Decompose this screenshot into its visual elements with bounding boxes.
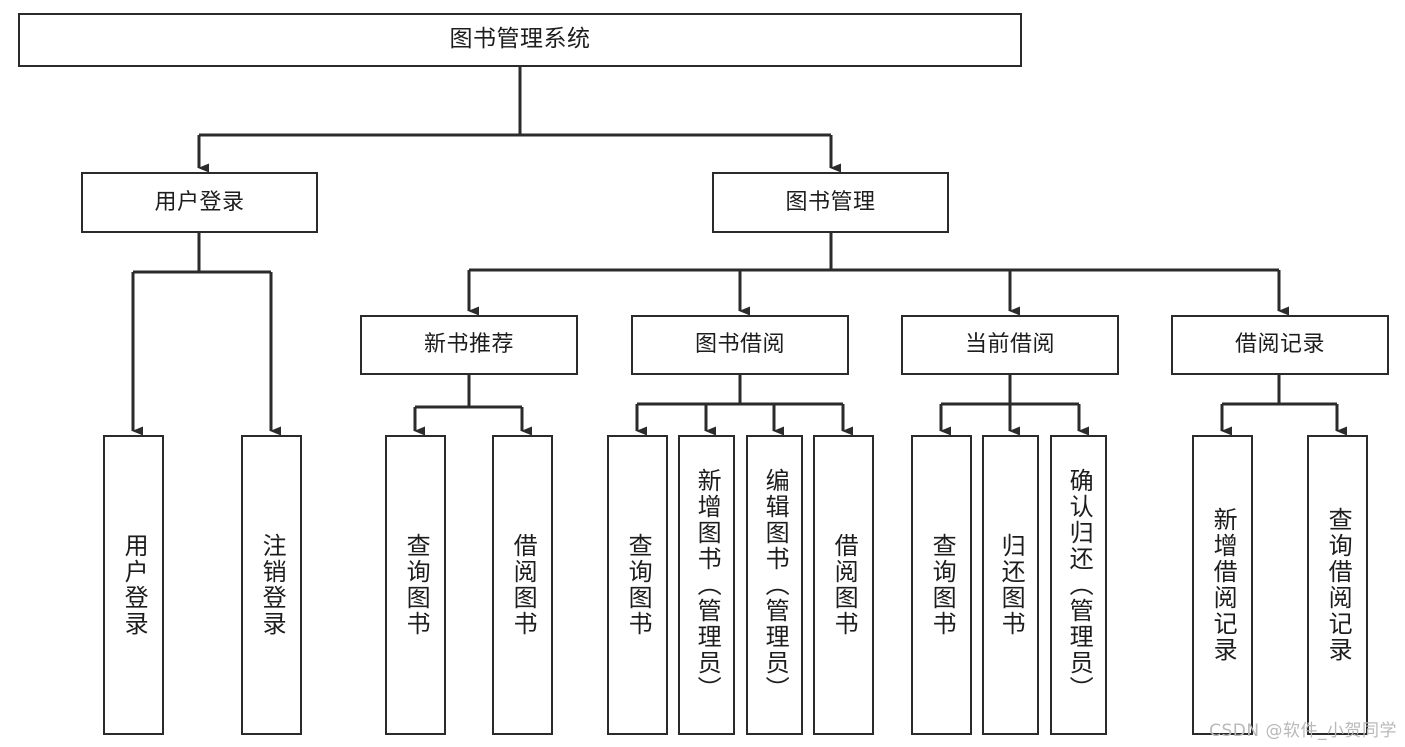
node-leaf-return-book[interactable]: 归还图书	[982, 435, 1039, 735]
node-book-borrow[interactable]: 图书借阅	[631, 315, 849, 375]
node-leaf-logout[interactable]: 注销登录	[241, 435, 302, 735]
node-label: 新书推荐	[423, 332, 514, 358]
node-leaf-add-book[interactable]: 新增图书（管理员）	[678, 435, 735, 735]
node-label: 借阅记录	[1234, 332, 1325, 358]
node-label: 当前借阅	[964, 332, 1055, 358]
node-label: 编辑图书（管理员）	[761, 468, 790, 702]
csdn-watermark: CSDN @软件_小贺同学	[1209, 721, 1397, 741]
node-leaf-user-login[interactable]: 用户登录	[103, 435, 164, 735]
node-label: 用户登录	[120, 533, 149, 637]
node-new-book-recommend[interactable]: 新书推荐	[360, 315, 578, 375]
node-label: 查询图书	[928, 533, 957, 637]
node-leaf-query-borrow-record[interactable]: 查询借阅记录	[1307, 435, 1368, 735]
node-leaf-query-book-recommend[interactable]: 查询图书	[385, 435, 446, 735]
node-label: 归还图书	[997, 533, 1026, 637]
node-label: 查询借阅记录	[1324, 507, 1353, 663]
node-label: 确认归还（管理员）	[1065, 468, 1094, 702]
node-book-management[interactable]: 图书管理	[712, 172, 949, 233]
node-label: 用户登录	[154, 189, 245, 215]
node-leaf-edit-book[interactable]: 编辑图书（管理员）	[746, 435, 803, 735]
node-label: 新增借阅记录	[1209, 507, 1238, 663]
node-label: 借阅图书	[830, 533, 859, 637]
node-label: 图书借阅	[694, 332, 785, 358]
node-leaf-query-book-borrow[interactable]: 查询图书	[607, 435, 668, 735]
node-leaf-confirm-return[interactable]: 确认归还（管理员）	[1050, 435, 1107, 735]
node-leaf-add-borrow-record[interactable]: 新增借阅记录	[1192, 435, 1253, 735]
node-leaf-borrow-book[interactable]: 借阅图书	[813, 435, 874, 735]
node-current-borrow[interactable]: 当前借阅	[901, 315, 1119, 375]
node-label: 图书管理	[785, 189, 876, 215]
node-label: 查询图书	[624, 533, 653, 637]
node-user-login[interactable]: 用户登录	[81, 172, 318, 233]
node-leaf-borrow-book-recommend[interactable]: 借阅图书	[492, 435, 553, 735]
node-label: 借阅图书	[509, 533, 538, 637]
node-borrow-record[interactable]: 借阅记录	[1171, 315, 1389, 375]
node-label: 注销登录	[258, 533, 287, 637]
node-label: 图书管理系统	[449, 26, 591, 53]
node-leaf-query-book-current[interactable]: 查询图书	[911, 435, 972, 735]
node-label: 查询图书	[402, 533, 431, 637]
node-root-book-management-system[interactable]: 图书管理系统	[18, 13, 1022, 67]
node-label: 新增图书（管理员）	[693, 468, 722, 702]
